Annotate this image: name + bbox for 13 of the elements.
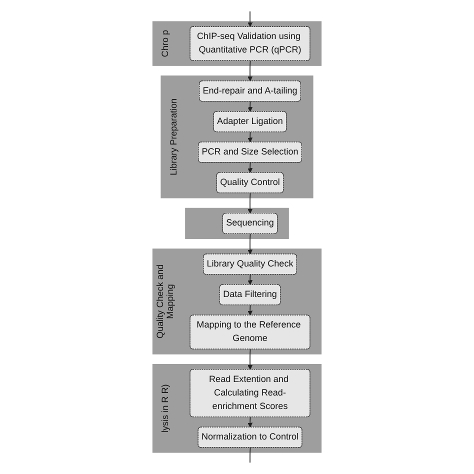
cluster [185, 208, 289, 239]
arrow [248, 10, 253, 28]
arrow [248, 60, 253, 82]
connector [250, 447, 251, 464]
arrow [248, 192, 253, 214]
arrow [248, 233, 253, 254]
arrow [248, 274, 253, 286]
arrow [248, 132, 253, 142]
arrow [248, 416, 253, 428]
arrow [248, 101, 253, 112]
arrow [248, 348, 253, 370]
arrow [248, 304, 253, 316]
arrow [248, 162, 253, 174]
